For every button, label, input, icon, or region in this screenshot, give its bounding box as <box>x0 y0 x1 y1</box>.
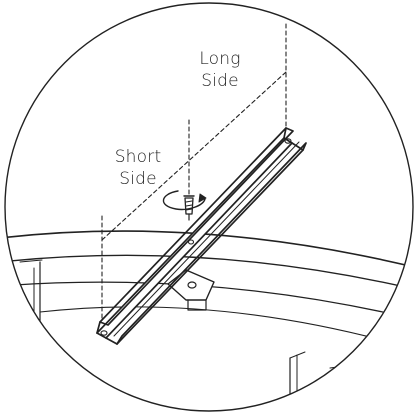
rail-channel <box>96 127 307 345</box>
short-side-label-line2: Side <box>119 169 157 189</box>
short-side-label-line1: Short <box>114 147 162 167</box>
long-side-label-line1: Long <box>199 49 241 69</box>
long-side-label-line2: Side <box>201 71 239 91</box>
long-side-label: Long Side <box>186 48 254 92</box>
short-side-label: Short Side <box>100 146 176 190</box>
screw-with-rotation-arrow <box>162 190 207 221</box>
reference-lines <box>101 23 287 321</box>
base-ring <box>5 230 413 411</box>
magnifier-circle <box>4 2 414 412</box>
mounting-bracket <box>167 269 215 311</box>
